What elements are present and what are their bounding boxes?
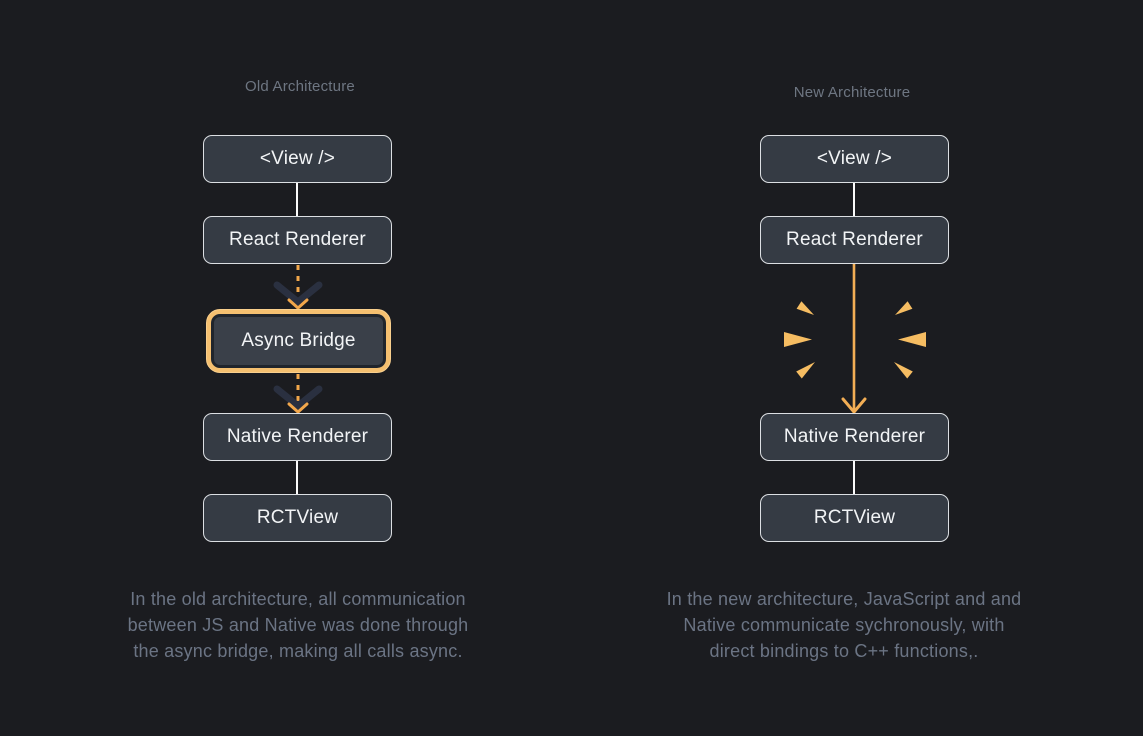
node-native-renderer-old: Native Renderer bbox=[203, 413, 392, 461]
node-native-renderer-old-label: Native Renderer bbox=[226, 426, 369, 447]
node-react-renderer-new-label: React Renderer bbox=[786, 229, 923, 250]
caption-old-line-3: the async bridge, making all calls async… bbox=[133, 641, 463, 661]
sync-solid-arrow-icon bbox=[841, 264, 867, 414]
node-view-new: <View /> bbox=[760, 135, 949, 183]
node-async-bridge-highlight: Async Bridge bbox=[206, 309, 391, 373]
caption-new-line-3: direct bindings to C++ functions,. bbox=[709, 641, 979, 661]
caption-old-line-1: In the old architecture, all communicati… bbox=[130, 589, 466, 609]
node-async-bridge-label: Async Bridge bbox=[241, 330, 356, 351]
node-react-renderer-old-label: React Renderer bbox=[229, 229, 366, 250]
caption-new-line-1: In the new architecture, JavaScript and … bbox=[666, 589, 1022, 609]
connector-native-rctview-old bbox=[296, 461, 298, 494]
node-view-new-label: <View /> bbox=[816, 148, 893, 169]
connector-native-rctview-new bbox=[853, 461, 855, 494]
node-rctview-new-label: RCTView bbox=[813, 507, 896, 528]
node-rctview-old-label: RCTView bbox=[256, 507, 339, 528]
spark-burst-icon bbox=[784, 301, 926, 379]
caption-old-line-2: between JS and Native was done through bbox=[127, 615, 469, 635]
node-view-old: <View /> bbox=[203, 135, 392, 183]
node-react-renderer-old: React Renderer bbox=[203, 216, 392, 264]
connector-view-react-new bbox=[853, 183, 855, 216]
caption-new-line-2: Native communicate sychronously, with bbox=[683, 615, 1005, 635]
async-dashed-arrow-icon bbox=[273, 265, 323, 310]
node-view-old-label: <View /> bbox=[259, 148, 336, 169]
node-native-renderer-new-label: Native Renderer bbox=[783, 426, 926, 447]
panel-title-old-architecture: Old Architecture bbox=[245, 78, 355, 95]
node-rctview-old: RCTView bbox=[203, 494, 392, 542]
async-dashed-arrow-icon bbox=[273, 374, 323, 414]
node-react-renderer-new: React Renderer bbox=[760, 216, 949, 264]
node-rctview-new: RCTView bbox=[760, 494, 949, 542]
caption-new-architecture: In the new architecture, JavaScript and … bbox=[624, 586, 1064, 664]
connector-view-react-old bbox=[296, 183, 298, 216]
node-async-bridge: Async Bridge bbox=[211, 314, 386, 368]
panel-title-new-architecture: New Architecture bbox=[793, 84, 911, 101]
node-native-renderer-new: Native Renderer bbox=[760, 413, 949, 461]
caption-old-architecture: In the old architecture, all communicati… bbox=[78, 586, 518, 664]
